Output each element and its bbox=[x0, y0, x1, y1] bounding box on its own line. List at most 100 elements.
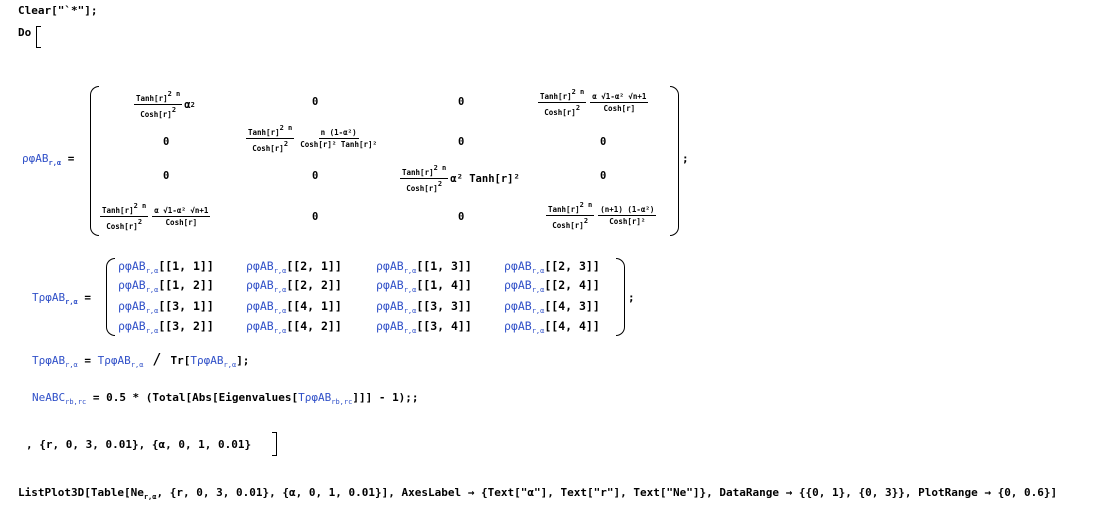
matrix2-cell[interactable]: ρφABr,α[[3, 2]] bbox=[118, 319, 214, 335]
equals-sign: = bbox=[67, 152, 75, 165]
matrix2-cell-rho: ρφAB bbox=[118, 319, 146, 333]
m1-r4c2[interactable]: 0 bbox=[312, 211, 319, 223]
matrix2-cell[interactable]: ρφABr,α[[3, 3]] bbox=[376, 299, 472, 315]
matrix2-cell-sub: r,α bbox=[403, 327, 417, 335]
matrix2-cell-rho: ρφAB bbox=[246, 259, 274, 273]
m1-r2c3[interactable]: 0 bbox=[458, 136, 465, 148]
m1-r2c1[interactable]: 0 bbox=[163, 136, 170, 148]
do-close-bracket bbox=[272, 432, 277, 456]
matrix2-cell-rho: ρφAB bbox=[246, 278, 274, 292]
matrix2-cell-sub: r,α bbox=[531, 307, 545, 315]
m1-r4c3[interactable]: 0 bbox=[458, 211, 465, 223]
matrix2-cell[interactable]: ρφABr,α[[1, 3]] bbox=[376, 259, 472, 275]
m1-r3c4[interactable]: 0 bbox=[600, 170, 607, 182]
m1-r1c2[interactable]: 0 bbox=[312, 96, 319, 108]
normalisation-line[interactable]: TρφABr,α = TρφABr,α / Tr[TρφABr,α]; bbox=[32, 350, 250, 369]
do-open-bracket bbox=[36, 26, 41, 48]
matrix2-cell[interactable]: ρφABr,α[[4, 4]] bbox=[504, 319, 600, 335]
listplot3d-line[interactable]: ListPlot3D[Table[Ner,α, {r, 0, 3, 0.01},… bbox=[18, 486, 1058, 501]
matrix2-cell-index: [[2, 2]] bbox=[286, 278, 342, 292]
rho-name: ρφAB bbox=[22, 152, 49, 165]
matrix2-cell-rho: ρφAB bbox=[376, 299, 404, 313]
matrix1-right-paren bbox=[670, 86, 679, 236]
matrix2-cell-rho: ρφAB bbox=[376, 278, 404, 292]
matrix2-cell-sub: r,α bbox=[145, 286, 159, 294]
matrix2-cell[interactable]: ρφABr,α[[3, 4]] bbox=[376, 319, 472, 335]
matrix2-cell-index: [[3, 2]] bbox=[158, 319, 214, 333]
matrix2-cell-sub: r,α bbox=[403, 286, 417, 294]
iterator-line[interactable]: , {r, 0, 3, 0.01}, {α, 0, 1, 0.01} bbox=[26, 438, 252, 451]
matrix2-cell-index: [[3, 3]] bbox=[416, 299, 472, 313]
matrix2-cell-index: [[3, 4]] bbox=[416, 319, 472, 333]
matrix2-cell[interactable]: ρφABr,α[[4, 3]] bbox=[504, 299, 600, 315]
matrix2-cell-index: [[1, 3]] bbox=[416, 259, 472, 273]
matrix2-cell-sub: r,α bbox=[403, 267, 417, 275]
matrix2-cell-sub: r,α bbox=[145, 267, 159, 275]
matrix2-cell-sub: r,α bbox=[145, 327, 159, 335]
matrix2-cell[interactable]: ρφABr,α[[3, 1]] bbox=[118, 299, 214, 315]
matrix2-cell-index: [[2, 4]] bbox=[544, 278, 600, 292]
matrix2-cell-index: [[3, 1]] bbox=[158, 299, 214, 313]
matrix2-cell-rho: ρφAB bbox=[246, 299, 274, 313]
matrix2-cell[interactable]: ρφABr,α[[2, 4]] bbox=[504, 278, 600, 294]
m1-r2c4[interactable]: 0 bbox=[600, 136, 607, 148]
t-subscript: r,α bbox=[65, 298, 78, 306]
matrix2-cell-sub: r,α bbox=[531, 267, 545, 275]
matrix2-cell[interactable]: ρφABr,α[[2, 2]] bbox=[246, 278, 342, 294]
rho-label[interactable]: ρφABr,α = bbox=[22, 152, 74, 167]
m1-r1c3[interactable]: 0 bbox=[458, 96, 465, 108]
matrix2-cell[interactable]: ρφABr,α[[4, 1]] bbox=[246, 299, 342, 315]
matrix2-cell-sub: r,α bbox=[273, 307, 287, 315]
matrix2-cell[interactable]: ρφABr,α[[1, 1]] bbox=[118, 259, 214, 275]
matrix2-semicolon: ; bbox=[628, 291, 635, 304]
matrix2-cell-rho: ρφAB bbox=[504, 319, 532, 333]
t-label[interactable]: TρφABr,α = bbox=[32, 291, 91, 306]
matrix2-cell-sub: r,α bbox=[273, 327, 287, 335]
matrix2-cell-rho: ρφAB bbox=[376, 319, 404, 333]
matrix2-cell-index: [[4, 2]] bbox=[286, 319, 342, 333]
matrix2-cell-sub: r,α bbox=[531, 286, 545, 294]
matrix2-right-paren bbox=[616, 258, 625, 336]
matrix2-cell-rho: ρφAB bbox=[504, 259, 532, 273]
matrix2-cell-index: [[1, 4]] bbox=[416, 278, 472, 292]
matrix2-cell-index: [[2, 1]] bbox=[286, 259, 342, 273]
matrix1-semicolon: ; bbox=[682, 152, 689, 165]
t-equals-sign: = bbox=[84, 291, 92, 304]
rho-subscript: r,α bbox=[48, 159, 62, 167]
matrix2-cell-index: [[4, 1]] bbox=[286, 299, 342, 313]
matrix2-cell-index: [[4, 4]] bbox=[544, 319, 600, 333]
matrix2-cell[interactable]: ρφABr,α[[1, 2]] bbox=[118, 278, 214, 294]
matrix2-cell[interactable]: ρφABr,α[[4, 2]] bbox=[246, 319, 342, 335]
matrix2-cell-index: [[1, 1]] bbox=[158, 259, 214, 273]
matrix2-cell-rho: ρφAB bbox=[504, 299, 532, 313]
matrix2-cell-sub: r,α bbox=[403, 307, 417, 315]
matrix2-cell-rho: ρφAB bbox=[118, 299, 146, 313]
matrix2-cell-index: [[2, 3]] bbox=[544, 259, 600, 273]
matrix2-cell-index: [[1, 2]] bbox=[158, 278, 214, 292]
t-name: TρφAB bbox=[32, 291, 66, 304]
ne-definition-line[interactable]: NeABCrb,rc = 0.5 * (Total[Abs[Eigenvalue… bbox=[32, 391, 419, 406]
m1-r3c1[interactable]: 0 bbox=[163, 170, 170, 182]
matrix2-cell[interactable]: ρφABr,α[[2, 3]] bbox=[504, 259, 600, 275]
matrix2-cell-index: [[4, 3]] bbox=[544, 299, 600, 313]
matrix2-cell-rho: ρφAB bbox=[118, 278, 146, 292]
matrix2-cell-rho: ρφAB bbox=[246, 319, 274, 333]
do-keyword[interactable]: Do bbox=[18, 26, 32, 39]
clear-statement[interactable]: Clear["`*"]; bbox=[18, 4, 98, 17]
matrix2-cell-rho: ρφAB bbox=[118, 259, 146, 273]
matrix2-cell-rho: ρφAB bbox=[376, 259, 404, 273]
matrix2-cell-sub: r,α bbox=[273, 267, 287, 275]
matrix2-left-paren bbox=[106, 258, 115, 336]
matrix2-cell-rho: ρφAB bbox=[504, 278, 532, 292]
matrix2-cell-sub: r,α bbox=[531, 327, 545, 335]
matrix2-cell-sub: r,α bbox=[145, 307, 159, 315]
matrix2-cell[interactable]: ρφABr,α[[1, 4]] bbox=[376, 278, 472, 294]
matrix2-cell[interactable]: ρφABr,α[[2, 1]] bbox=[246, 259, 342, 275]
m1-r3c2[interactable]: 0 bbox=[312, 170, 319, 182]
